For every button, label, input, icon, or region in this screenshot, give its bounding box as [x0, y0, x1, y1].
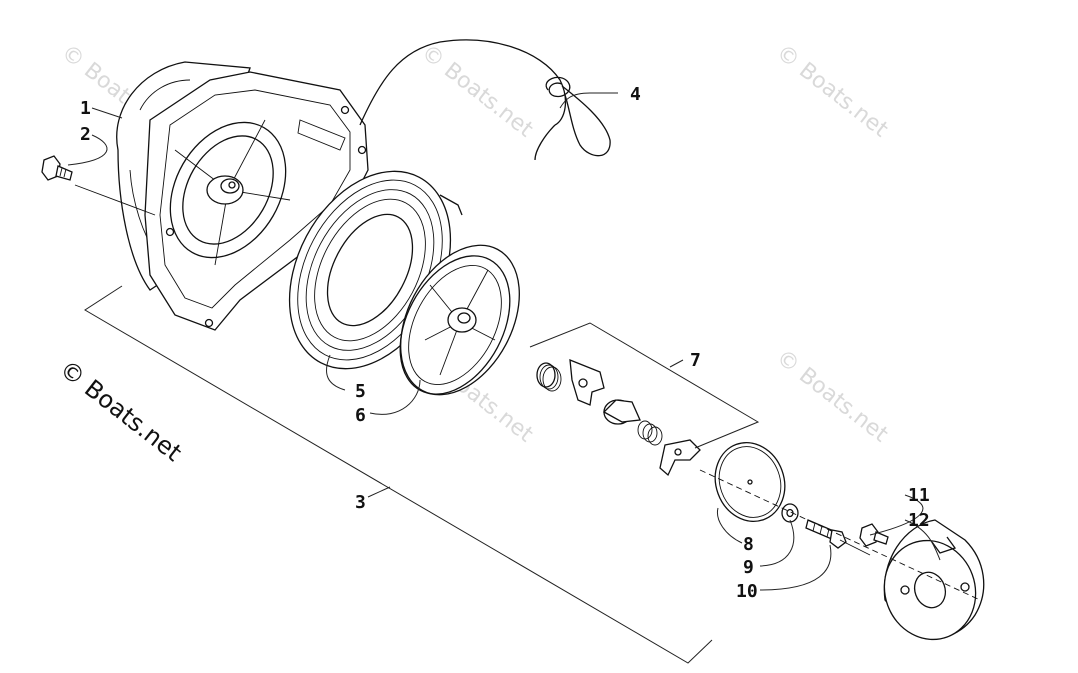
label-part-12: 12	[908, 510, 930, 531]
ratchet-assembly	[536, 358, 701, 477]
label-part-4: 4	[630, 84, 641, 105]
starter-cup	[883, 519, 985, 641]
assembly-axis	[74, 184, 981, 601]
watermark-faint: © Boats.net	[416, 40, 537, 143]
label-part-1: 1	[80, 98, 91, 119]
label-part-11: 11	[908, 485, 930, 506]
bracket-part-7	[529, 322, 760, 449]
label-part-2: 2	[80, 124, 91, 145]
bolt-part-11	[859, 523, 889, 547]
watermark-faint: © Boats.net	[771, 40, 892, 143]
screw-part-10	[805, 519, 847, 549]
washer	[781, 503, 799, 523]
label-part-3: 3	[355, 492, 366, 513]
label-part-8: 8	[743, 534, 754, 555]
part-labels: 1 2 3 4 5 6 7 8 9 10 11 12	[80, 84, 930, 602]
leader-lines	[67, 92, 941, 591]
watermark-main: © Boats.net	[54, 355, 187, 467]
bolt-part-2	[41, 155, 73, 181]
starter-rope	[359, 39, 611, 161]
label-part-10: 10	[736, 581, 758, 602]
label-part-6: 6	[355, 405, 366, 426]
label-part-7: 7	[690, 350, 701, 371]
rope-pulley	[399, 244, 520, 396]
label-part-5: 5	[355, 381, 366, 402]
label-part-9: 9	[743, 557, 754, 578]
bracket-part-3	[84, 285, 713, 664]
watermark-faint: © Boats.net	[771, 345, 892, 448]
